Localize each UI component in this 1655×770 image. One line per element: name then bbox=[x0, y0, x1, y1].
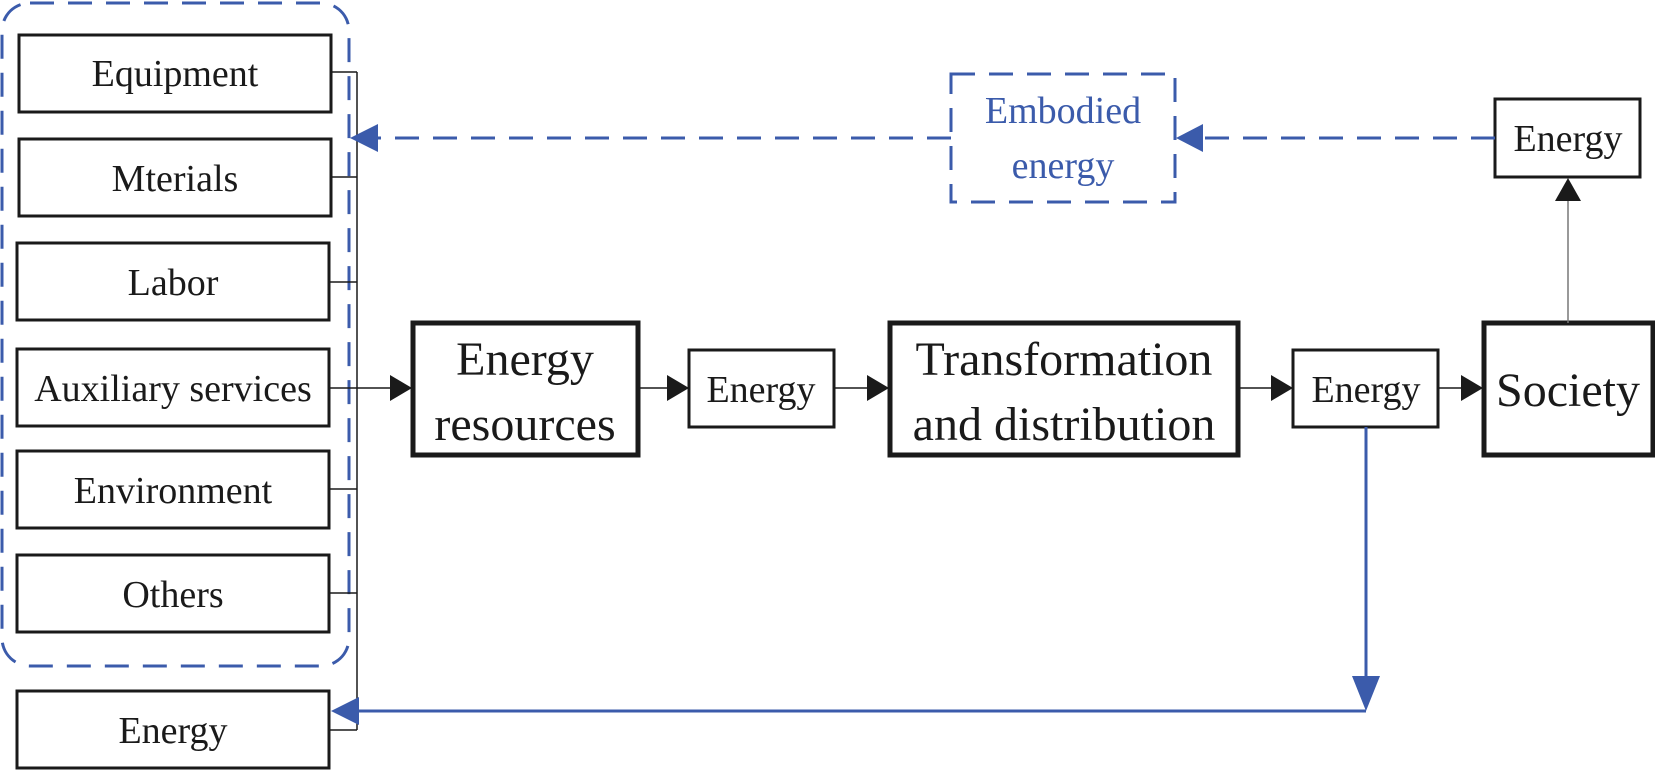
input-item-equipment: Equipment bbox=[17, 33, 333, 114]
arrowhead-to-inputs-group bbox=[350, 124, 378, 152]
society-label: Society bbox=[1496, 364, 1640, 417]
input-item-label: Equipment bbox=[92, 53, 259, 95]
energy-box-label: Energy bbox=[1513, 118, 1622, 160]
transformation-box: Transformation and distribution bbox=[887, 320, 1241, 458]
energy-box-bottom-left: Energy bbox=[15, 689, 331, 770]
energy-box-label: Energy bbox=[1311, 369, 1420, 411]
arrowhead-to-resources bbox=[390, 375, 412, 401]
embodied-energy-label-line2: energy bbox=[1012, 145, 1115, 187]
input-item-label: Mterials bbox=[112, 158, 239, 200]
arrowhead-to-energy-bottom-left bbox=[331, 697, 359, 725]
energy-box-2: Energy bbox=[1291, 348, 1440, 429]
input-item-materials: Mterials bbox=[17, 137, 333, 218]
arrowhead-energy-feedback-down bbox=[1352, 676, 1380, 711]
input-item-labor: Labor bbox=[15, 241, 331, 322]
transformation-label-line1: Transformation bbox=[916, 333, 1213, 386]
energy-resources-label-line1: Energy bbox=[456, 333, 594, 386]
embodied-energy-label-line1: Embodied bbox=[985, 90, 1141, 132]
arrowhead-to-energy-top bbox=[1555, 178, 1581, 201]
input-item-label: Auxiliary services bbox=[34, 368, 312, 410]
arrowhead-to-society bbox=[1461, 375, 1483, 401]
arrowhead-to-transformation bbox=[867, 375, 889, 401]
energy-box-1: Energy bbox=[687, 348, 836, 429]
input-item-label: Labor bbox=[128, 262, 219, 304]
input-item-auxiliary-services: Auxiliary services bbox=[15, 347, 331, 428]
arrowhead-to-embodied bbox=[1176, 124, 1203, 152]
embodied-energy-box: Embodied energy bbox=[949, 72, 1177, 204]
energy-resources-label-line2: resources bbox=[434, 398, 615, 451]
arrowhead-to-energy-2 bbox=[1271, 375, 1293, 401]
energy-resources-box: Energy resources bbox=[410, 320, 641, 458]
energy-box-label: Energy bbox=[118, 710, 227, 752]
input-item-label: Others bbox=[122, 574, 223, 616]
input-item-label: Environment bbox=[74, 470, 273, 512]
energy-box-top-right: Energy bbox=[1493, 97, 1642, 179]
energy-box-label: Energy bbox=[706, 369, 815, 411]
input-item-others: Others bbox=[15, 553, 331, 634]
society-box: Society bbox=[1481, 320, 1655, 458]
transformation-label-line2: and distribution bbox=[913, 398, 1216, 451]
arrowhead-to-energy-1 bbox=[667, 375, 689, 401]
input-item-environment: Environment bbox=[15, 449, 331, 530]
